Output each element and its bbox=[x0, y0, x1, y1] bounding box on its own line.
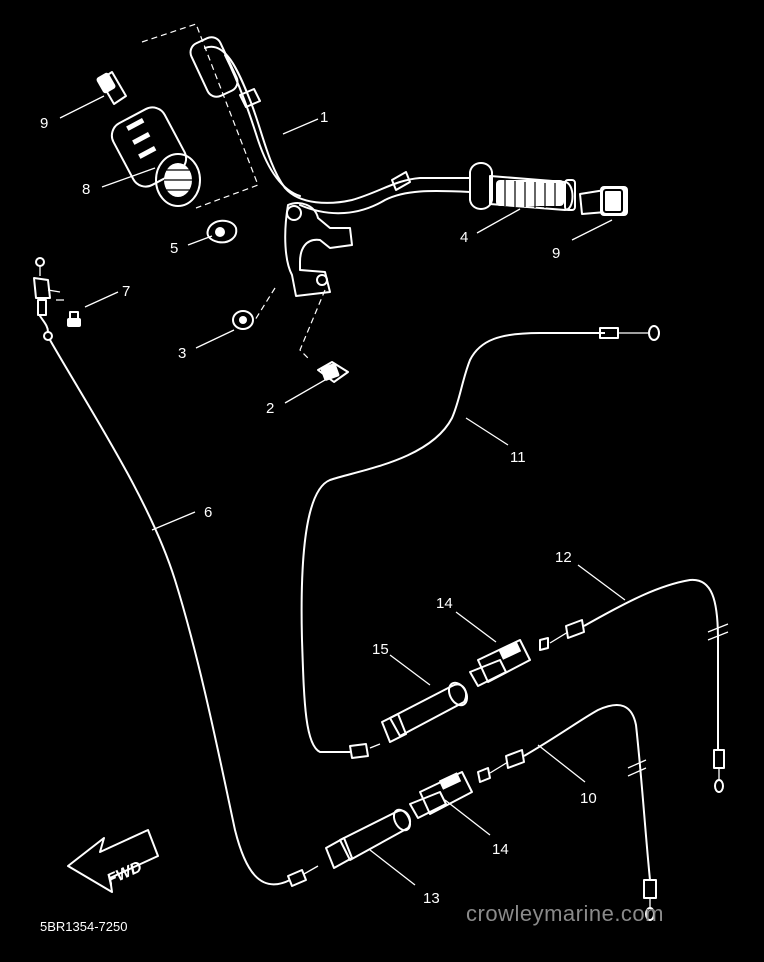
nut bbox=[232, 310, 254, 330]
alignment-guide bbox=[141, 23, 259, 209]
throttle-grip bbox=[110, 106, 201, 207]
cable-12 bbox=[539, 578, 729, 793]
cable-10 bbox=[477, 704, 657, 921]
callout-8: 8 bbox=[82, 181, 90, 198]
callout-10: 10 bbox=[580, 790, 597, 807]
grommet bbox=[206, 219, 238, 244]
leader-4 bbox=[476, 208, 521, 234]
callout-15: 15 bbox=[372, 641, 389, 658]
cable-11 bbox=[300, 325, 660, 759]
fwd-label: FWD bbox=[105, 858, 146, 889]
leader-14b bbox=[444, 799, 491, 836]
watermark: crowleymarine.com bbox=[466, 901, 664, 926]
callout-2: 2 bbox=[266, 400, 274, 417]
bar-end-cap-left bbox=[96, 71, 127, 105]
throttle-cable bbox=[33, 257, 319, 887]
alignment-guide-clamp bbox=[254, 287, 326, 361]
leader-2 bbox=[284, 379, 326, 404]
screw bbox=[67, 311, 81, 327]
callout-12: 12 bbox=[555, 549, 572, 566]
leader-7 bbox=[84, 291, 119, 308]
cable-bracket-upper bbox=[469, 639, 531, 687]
leader-13 bbox=[369, 849, 416, 886]
callout-7: 7 bbox=[122, 283, 130, 300]
callout-11: 11 bbox=[510, 449, 526, 466]
callout-6: 6 bbox=[204, 504, 212, 521]
handlebar bbox=[189, 36, 471, 297]
leader-10 bbox=[537, 744, 586, 783]
leader-9b bbox=[571, 219, 613, 241]
leader-14a bbox=[455, 611, 497, 643]
handle-grip-right bbox=[469, 162, 576, 211]
leader-11 bbox=[465, 417, 509, 446]
leader-3 bbox=[195, 329, 235, 349]
cable-bracket-lower bbox=[409, 771, 473, 819]
callout-3: 3 bbox=[178, 345, 186, 362]
leader-6 bbox=[151, 511, 196, 531]
callout-9b: 9 bbox=[552, 245, 560, 262]
cable-housing-13 bbox=[325, 808, 412, 869]
leader-9a bbox=[59, 95, 105, 119]
callout-13: 13 bbox=[423, 890, 440, 907]
bar-end-cap-right bbox=[579, 186, 628, 216]
leader-15 bbox=[389, 654, 431, 686]
callout-9a: 9 bbox=[40, 115, 48, 132]
leader-1 bbox=[282, 118, 319, 135]
leader-12 bbox=[577, 564, 626, 601]
callout-5: 5 bbox=[170, 240, 178, 257]
callout-14a: 14 bbox=[436, 595, 453, 612]
callout-14b: 14 bbox=[492, 841, 509, 858]
drawing-code: 5BR1354-7250 bbox=[40, 919, 128, 934]
forward-direction-arrow: FWD bbox=[67, 829, 159, 893]
callout-1: 1 bbox=[320, 109, 328, 126]
leader-8 bbox=[101, 167, 156, 188]
callout-4: 4 bbox=[460, 229, 468, 246]
cable-housing-15 bbox=[381, 681, 469, 743]
bolt bbox=[317, 361, 349, 383]
leader-5 bbox=[187, 235, 213, 246]
